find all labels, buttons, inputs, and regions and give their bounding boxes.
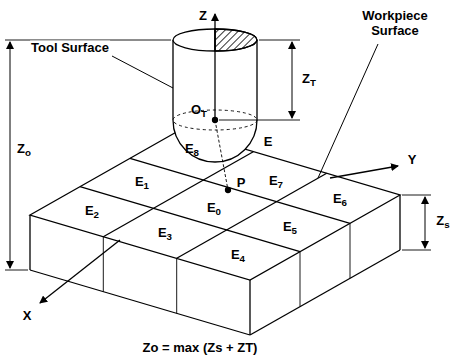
subscript: 3 xyxy=(167,231,172,242)
subscript: 8 xyxy=(194,147,199,158)
element-label: E2 xyxy=(85,204,99,220)
axis-label: X xyxy=(23,309,32,324)
element-label: E1 xyxy=(135,175,149,191)
subscript: 4 xyxy=(240,253,245,264)
callout-label: Workpiece Surface xyxy=(345,9,445,39)
subscript: 0 xyxy=(216,206,221,217)
callout-label: Tool Surface xyxy=(30,41,110,56)
element-label: E8 xyxy=(185,142,199,158)
point-label: OT xyxy=(191,103,207,119)
element-label: E7 xyxy=(269,174,283,190)
subscript: 6 xyxy=(342,197,347,208)
axis-label: Y xyxy=(408,153,417,168)
dimension-label: Zs xyxy=(436,214,449,230)
subscript: 2 xyxy=(94,209,99,220)
point-label: P xyxy=(237,176,246,191)
subscript: 1 xyxy=(144,180,149,191)
element-label: E0 xyxy=(207,201,221,217)
caption: Zo = max (Zs + ZT) xyxy=(143,341,258,356)
subscript: T xyxy=(201,108,207,119)
element-label: E3 xyxy=(158,226,172,242)
subscript: o xyxy=(25,147,31,158)
dimension-label: Zo xyxy=(17,142,31,158)
subscript: s xyxy=(444,219,449,230)
element-label: E5 xyxy=(283,220,297,236)
element-label: E4 xyxy=(231,248,245,264)
element-label: E xyxy=(264,135,273,150)
element-label: E6 xyxy=(333,192,347,208)
subscript: T xyxy=(310,77,316,88)
axis-label: Z xyxy=(199,9,207,24)
subscript: 5 xyxy=(292,225,297,236)
subscript: 7 xyxy=(278,179,283,190)
dimension-label: ZT xyxy=(302,72,316,88)
